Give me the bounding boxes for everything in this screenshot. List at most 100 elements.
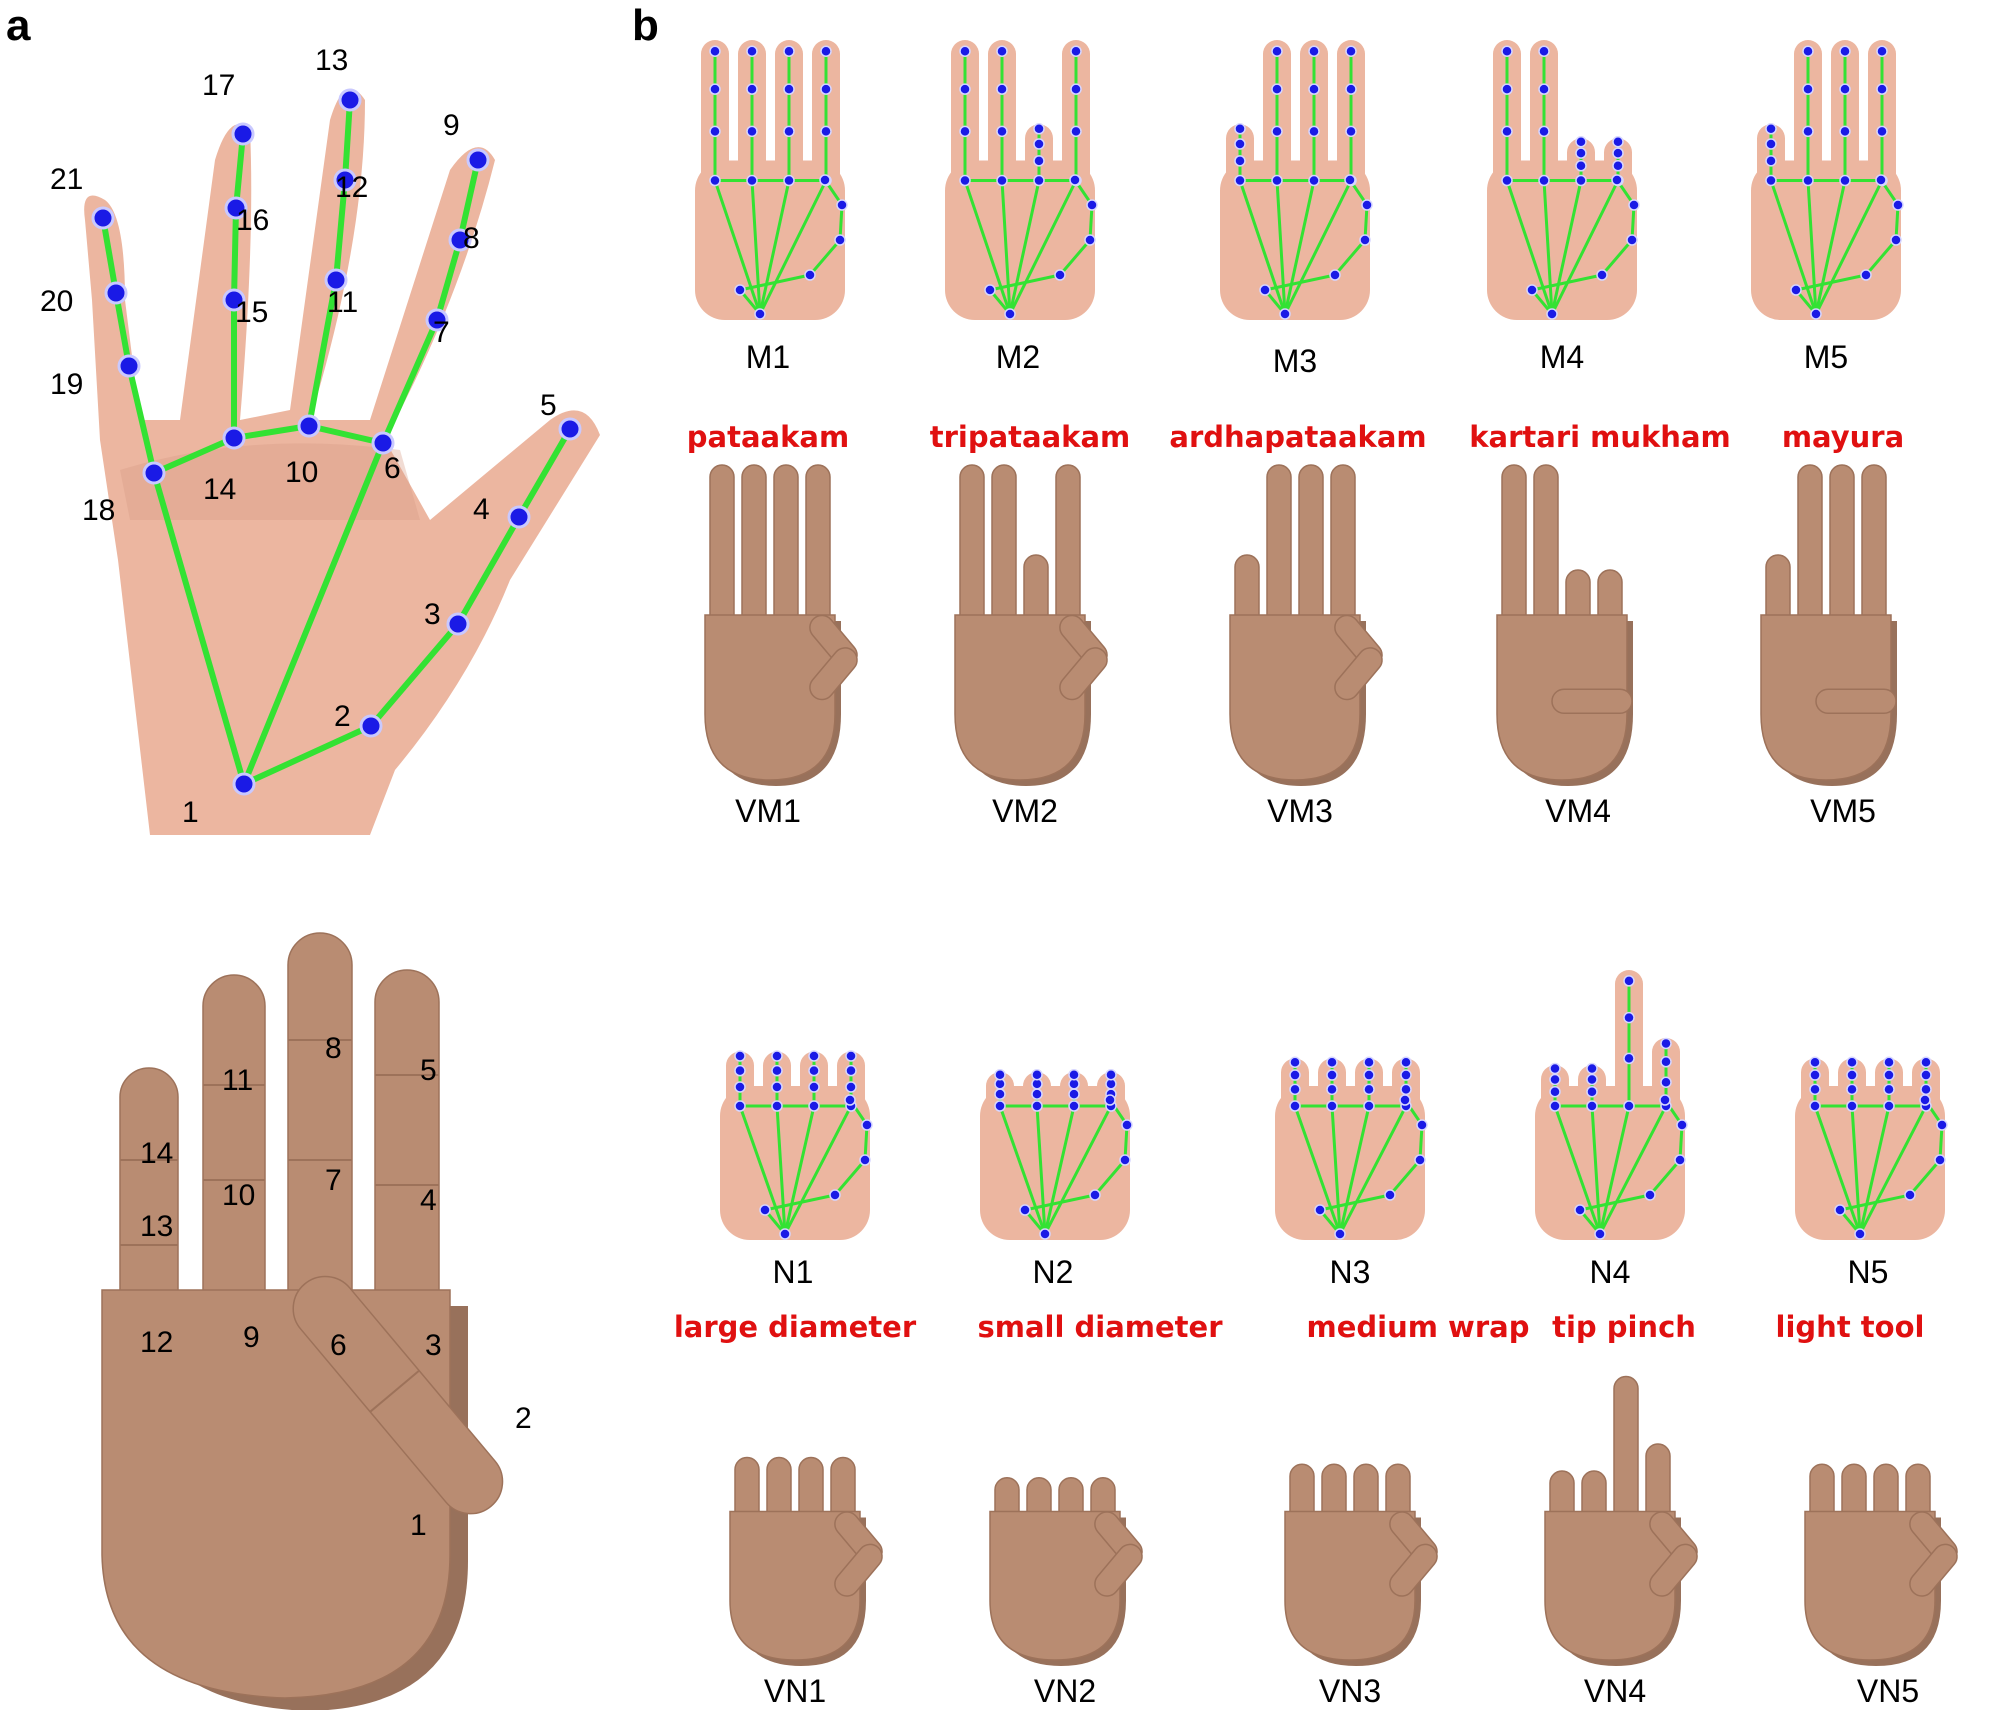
virtual-hand-m — [954, 464, 1108, 786]
virtual-joint-label: 1 — [410, 1509, 427, 1542]
gesture-photo-m — [1487, 40, 1640, 320]
virtual-hand-n — [729, 1456, 883, 1666]
keypoint-label: 17 — [202, 69, 235, 102]
virtual-hand-m — [1496, 464, 1633, 786]
virtual-joint-label: 13 — [140, 1210, 173, 1243]
gesture-label: ardhapataakam — [1169, 420, 1426, 454]
virtual-joint-label: 5 — [420, 1054, 437, 1087]
gesture-label: small diameter — [977, 1310, 1223, 1344]
virtual-joint-labels: 1 2 3 4 5 6 7 8 9 10 11 12 13 14 — [140, 1032, 532, 1542]
photo-caption: M4 — [1540, 339, 1584, 375]
photo-caption: M5 — [1804, 339, 1848, 375]
keypoint-label: 10 — [285, 456, 318, 489]
keypoint-label: 3 — [424, 598, 441, 631]
virtual-caption: VM1 — [735, 793, 801, 829]
virtual-joint-label: 12 — [140, 1326, 173, 1359]
keypoint-label: 15 — [235, 296, 268, 329]
keypoint-label: 21 — [50, 163, 83, 196]
virtual-hand-model: 1 2 3 4 5 6 7 8 9 10 11 12 13 14 — [101, 932, 532, 1710]
gesture-photo — [1535, 1086, 1685, 1240]
virtual-joint-label: 14 — [140, 1137, 173, 1170]
virtual-hand-m — [704, 464, 858, 786]
virtual-joint-label: 6 — [330, 1329, 347, 1362]
gesture-label: medium wrap — [1307, 1310, 1530, 1344]
virtual-hand-m — [1229, 464, 1383, 786]
palm-shading — [120, 443, 420, 520]
keypoint-label: 9 — [443, 109, 460, 142]
gesture-photo — [720, 1086, 870, 1240]
row-m-virtual-captions: VM1 VM2 VM3 VM4 VM5 — [735, 793, 1876, 829]
virtual-caption: VM4 — [1545, 793, 1611, 829]
virtual-hand-n — [989, 1477, 1143, 1666]
keypoint-label: 2 — [334, 700, 351, 733]
virtual-joint-label: 11 — [222, 1064, 253, 1097]
keypoint-label: 4 — [473, 493, 490, 526]
keypoint-label: 1 — [182, 796, 199, 829]
gesture-photo-m — [695, 40, 848, 320]
keypoint-label: 14 — [203, 473, 236, 506]
gesture-label: tripataakam — [930, 420, 1131, 454]
gesture-photo — [1795, 1086, 1945, 1240]
photo-caption: N2 — [1033, 1254, 1074, 1290]
virtual-joint-label: 4 — [420, 1184, 437, 1217]
gesture-label: tip pinch — [1552, 1310, 1696, 1344]
virtual-caption: VM2 — [992, 793, 1058, 829]
gesture-photo-m — [1751, 40, 1904, 320]
keypoint-label: 20 — [40, 285, 73, 318]
real-hand-photo — [84, 88, 600, 835]
photo-caption: M1 — [746, 339, 790, 375]
gesture-photo-n — [980, 1068, 1133, 1240]
gesture-photo — [980, 1086, 1130, 1240]
panel-label-a: a — [6, 1, 31, 50]
virtual-hand-n — [1544, 1375, 1698, 1666]
virtual-caption: VN2 — [1034, 1673, 1096, 1709]
keypoint-label: 8 — [463, 222, 480, 255]
virtual-caption: VM3 — [1267, 793, 1333, 829]
gesture-photo-n — [1535, 970, 1688, 1240]
gesture-label: large diameter — [674, 1310, 917, 1344]
row-n-virtual — [729, 1375, 1958, 1666]
gesture-photo-m — [1220, 40, 1373, 320]
keypoint-labels: 1 2 3 4 5 6 7 8 9 10 11 12 13 14 15 16 1… — [40, 44, 557, 829]
gesture-photo-n — [1795, 1056, 1948, 1240]
row-n-gesture-labels: large diameter small diameter medium wra… — [674, 1310, 1925, 1344]
photo-caption: M2 — [996, 339, 1040, 375]
gesture-label: mayura — [1782, 420, 1904, 454]
row-n-virtual-captions: VN1 VN2 VN3 VN4 VN5 — [764, 1673, 1919, 1709]
gesture-label: light tool — [1776, 1310, 1925, 1344]
photo-caption: M3 — [1273, 343, 1317, 379]
virtual-hand-n — [1804, 1463, 1958, 1666]
keypoint-label: 6 — [384, 452, 401, 485]
gesture-photo — [1275, 1086, 1425, 1240]
panel-label-b: b — [632, 1, 659, 50]
keypoint-label: 16 — [236, 204, 269, 237]
virtual-joint-label: 7 — [325, 1164, 342, 1197]
virtual-caption: VN3 — [1319, 1673, 1381, 1709]
virtual-caption: VM5 — [1810, 793, 1876, 829]
keypoint-label: 13 — [315, 44, 348, 77]
photo-caption: N1 — [773, 1254, 814, 1290]
virtual-hand-m — [1760, 464, 1897, 786]
gesture-label: kartari mukham — [1469, 420, 1731, 454]
virtual-hand-n — [1284, 1463, 1438, 1666]
gesture-photo-n — [720, 1050, 873, 1240]
row-m-photos — [695, 40, 1904, 320]
photo-caption: N4 — [1590, 1254, 1631, 1290]
gesture-photo-m — [945, 40, 1098, 320]
real-hand-joints — [91, 88, 582, 796]
real-hand-keypoints: 1 2 3 4 5 6 7 8 9 10 11 12 13 14 15 16 1… — [40, 44, 600, 835]
keypoint-label: 18 — [82, 494, 115, 527]
photo-caption: N3 — [1330, 1254, 1371, 1290]
gesture-photo-n — [1275, 1056, 1428, 1240]
virtual-caption: VN1 — [764, 1673, 826, 1709]
row-n-photos — [720, 970, 1948, 1240]
virtual-joint-label: 9 — [243, 1321, 260, 1354]
row-m-virtual — [704, 464, 1897, 786]
virtual-caption: VN4 — [1584, 1673, 1646, 1709]
row-m-captions: M1 M2 M3 M4 M5 — [746, 339, 1848, 379]
keypoint-label: 7 — [433, 316, 450, 349]
virtual-joint-label: 10 — [222, 1179, 255, 1212]
row-m-gesture-labels: pataakam tripataakam ardhapataakam karta… — [687, 420, 1904, 454]
keypoint-label: 5 — [540, 389, 557, 422]
